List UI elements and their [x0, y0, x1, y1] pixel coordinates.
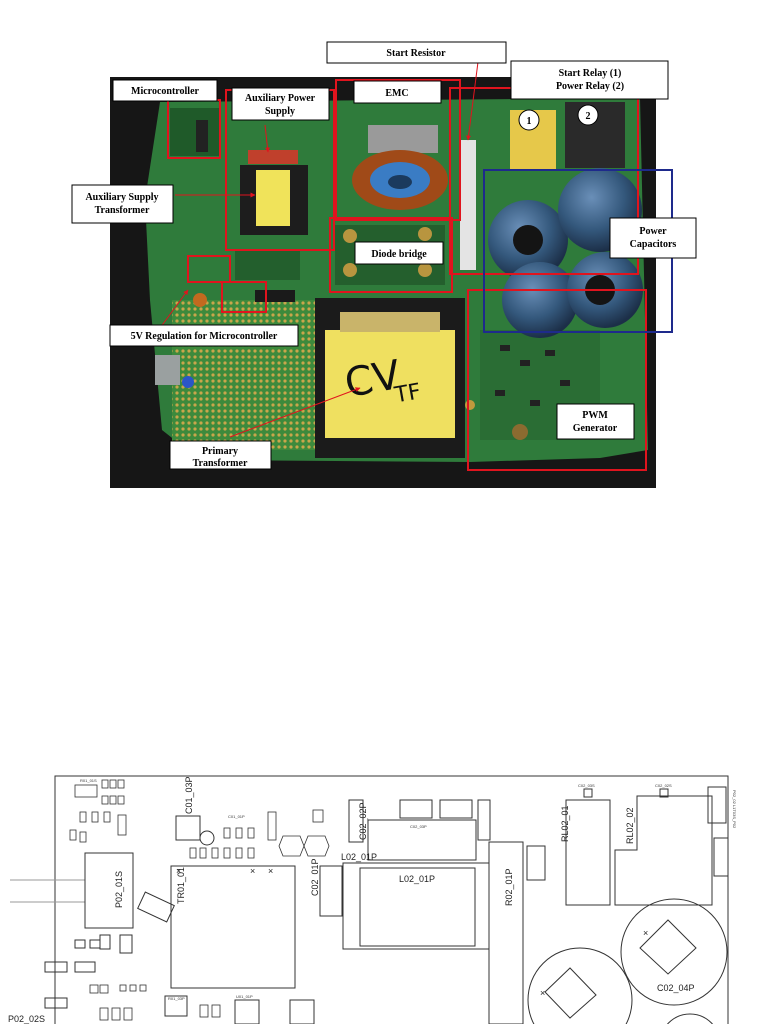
label-c0103p: C01_03P: [184, 776, 194, 814]
pin-mark: ×: [176, 866, 181, 876]
pin-mark: ×: [250, 866, 255, 876]
callout-arrows: [159, 61, 479, 438]
svg-text:Diode bridge: Diode bridge: [371, 249, 427, 260]
polarity-mark: ×: [540, 988, 545, 998]
annotated-pcb-photo: CV TF 1 2 Start Resistor Start Relay (1): [71, 41, 697, 488]
svg-text:R01_01S: R01_01S: [80, 778, 97, 783]
svg-text:Auxiliary Supply: Auxiliary Supply: [85, 192, 158, 203]
label-c0201p: C02_01P: [310, 858, 320, 896]
label-c0204p: C02_04P: [657, 983, 695, 993]
svg-text:C02_02S: C02_02S: [655, 783, 672, 788]
svg-text:Transformer: Transformer: [95, 205, 150, 216]
callout-diode-bridge: Diode bridge: [354, 241, 444, 265]
label-tr0101: TR01_01: [176, 867, 186, 904]
label-rl0202: RL02_02: [625, 807, 635, 844]
callout-pwm-generator: PWM Generator: [556, 403, 635, 440]
callout-5v-regulation: 5V Regulation for Microcontroller: [109, 324, 299, 347]
svg-text:Start Relay (1): Start Relay (1): [559, 68, 622, 79]
svg-text:2: 2: [586, 111, 591, 122]
callout-start-resistor: Start Resistor: [326, 41, 507, 64]
perfboard-area: [172, 300, 320, 450]
svg-text:U01_01P: U01_01P: [236, 994, 253, 999]
label-l0201p-top: L02_01P: [341, 852, 377, 862]
box-emc: [335, 79, 461, 221]
callout-microcontroller: Microcontroller: [112, 79, 218, 102]
label-c0202p: C02_02P: [358, 802, 368, 840]
label-rl0201: RL02_01: [560, 805, 570, 842]
callout-aux-power: Auxiliary Power Supply: [231, 87, 330, 121]
label-p0201s: P02_01S: [114, 871, 124, 908]
pcb-silkscreen-layout: R01_01S C01_01P C02_03P C02_03S C02_02S …: [8, 775, 737, 1024]
pin-mark: ×: [268, 866, 273, 876]
layout-outlines: [10, 775, 729, 1024]
box-5v-reg-a: [187, 255, 231, 283]
svg-text:Auxiliary Power: Auxiliary Power: [245, 93, 316, 104]
layout-fine-labels: R01_01S C01_01P C02_03P C02_03S C02_02S …: [80, 778, 672, 1001]
label-r0201p: R02_01P: [504, 868, 514, 906]
box-5v-reg-b: [221, 281, 267, 313]
svg-text:Power: Power: [639, 226, 667, 237]
svg-text:C02_03S: C02_03S: [578, 783, 595, 788]
polarity-mark: ×: [643, 928, 648, 938]
handwriting-tf: TF: [392, 379, 423, 408]
svg-text:Transformer: Transformer: [193, 458, 248, 469]
callout-start-relay: Start Relay (1) Power Relay (2): [510, 60, 669, 100]
svg-text:Supply: Supply: [265, 106, 295, 117]
emc-choke-part: [352, 125, 448, 210]
callout-power-capacitors: Power Capacitors: [609, 217, 697, 259]
label-l0201p-main: L02_01P: [399, 874, 435, 884]
svg-text:1: 1: [527, 116, 532, 127]
svg-text:Capacitors: Capacitors: [630, 239, 677, 250]
label-p0202s: P02_02S: [8, 1014, 45, 1024]
svg-text:Power Relay (2): Power Relay (2): [556, 81, 624, 92]
svg-text:Generator: Generator: [573, 423, 618, 434]
svg-text:EMC: EMC: [385, 88, 408, 99]
relay-marker-2: 2: [577, 104, 599, 126]
callout-aux-transformer: Auxiliary Supply Transformer: [71, 184, 174, 224]
callout-primary-transformer: Primary Transformer: [169, 440, 272, 470]
label-right-connector: P02_02 L1T03S_P02: [732, 790, 737, 829]
start-resistor-part: [460, 140, 476, 270]
svg-text:PWM: PWM: [582, 410, 608, 421]
svg-text:Primary: Primary: [202, 446, 238, 457]
svg-text:Start Resistor: Start Resistor: [386, 48, 446, 59]
svg-text:C01_01P: C01_01P: [228, 814, 245, 819]
svg-text:R01_03P: R01_03P: [168, 996, 185, 1001]
svg-text:5V Regulation for Microcontrol: 5V Regulation for Microcontroller: [131, 331, 278, 342]
small-components: [69, 779, 330, 1021]
auxiliary-transformer-part: [240, 150, 308, 235]
svg-text:Microcontroller: Microcontroller: [131, 86, 199, 97]
relay-marker-1: 1: [518, 109, 540, 131]
handwriting-cv: CV: [341, 352, 404, 407]
box-pwm: [467, 289, 647, 471]
primary-transformer-part: CV TF: [315, 298, 465, 458]
svg-text:C02_03P: C02_03P: [410, 824, 427, 829]
callout-emc: EMC: [353, 80, 442, 104]
box-diode-bridge: [329, 217, 453, 293]
